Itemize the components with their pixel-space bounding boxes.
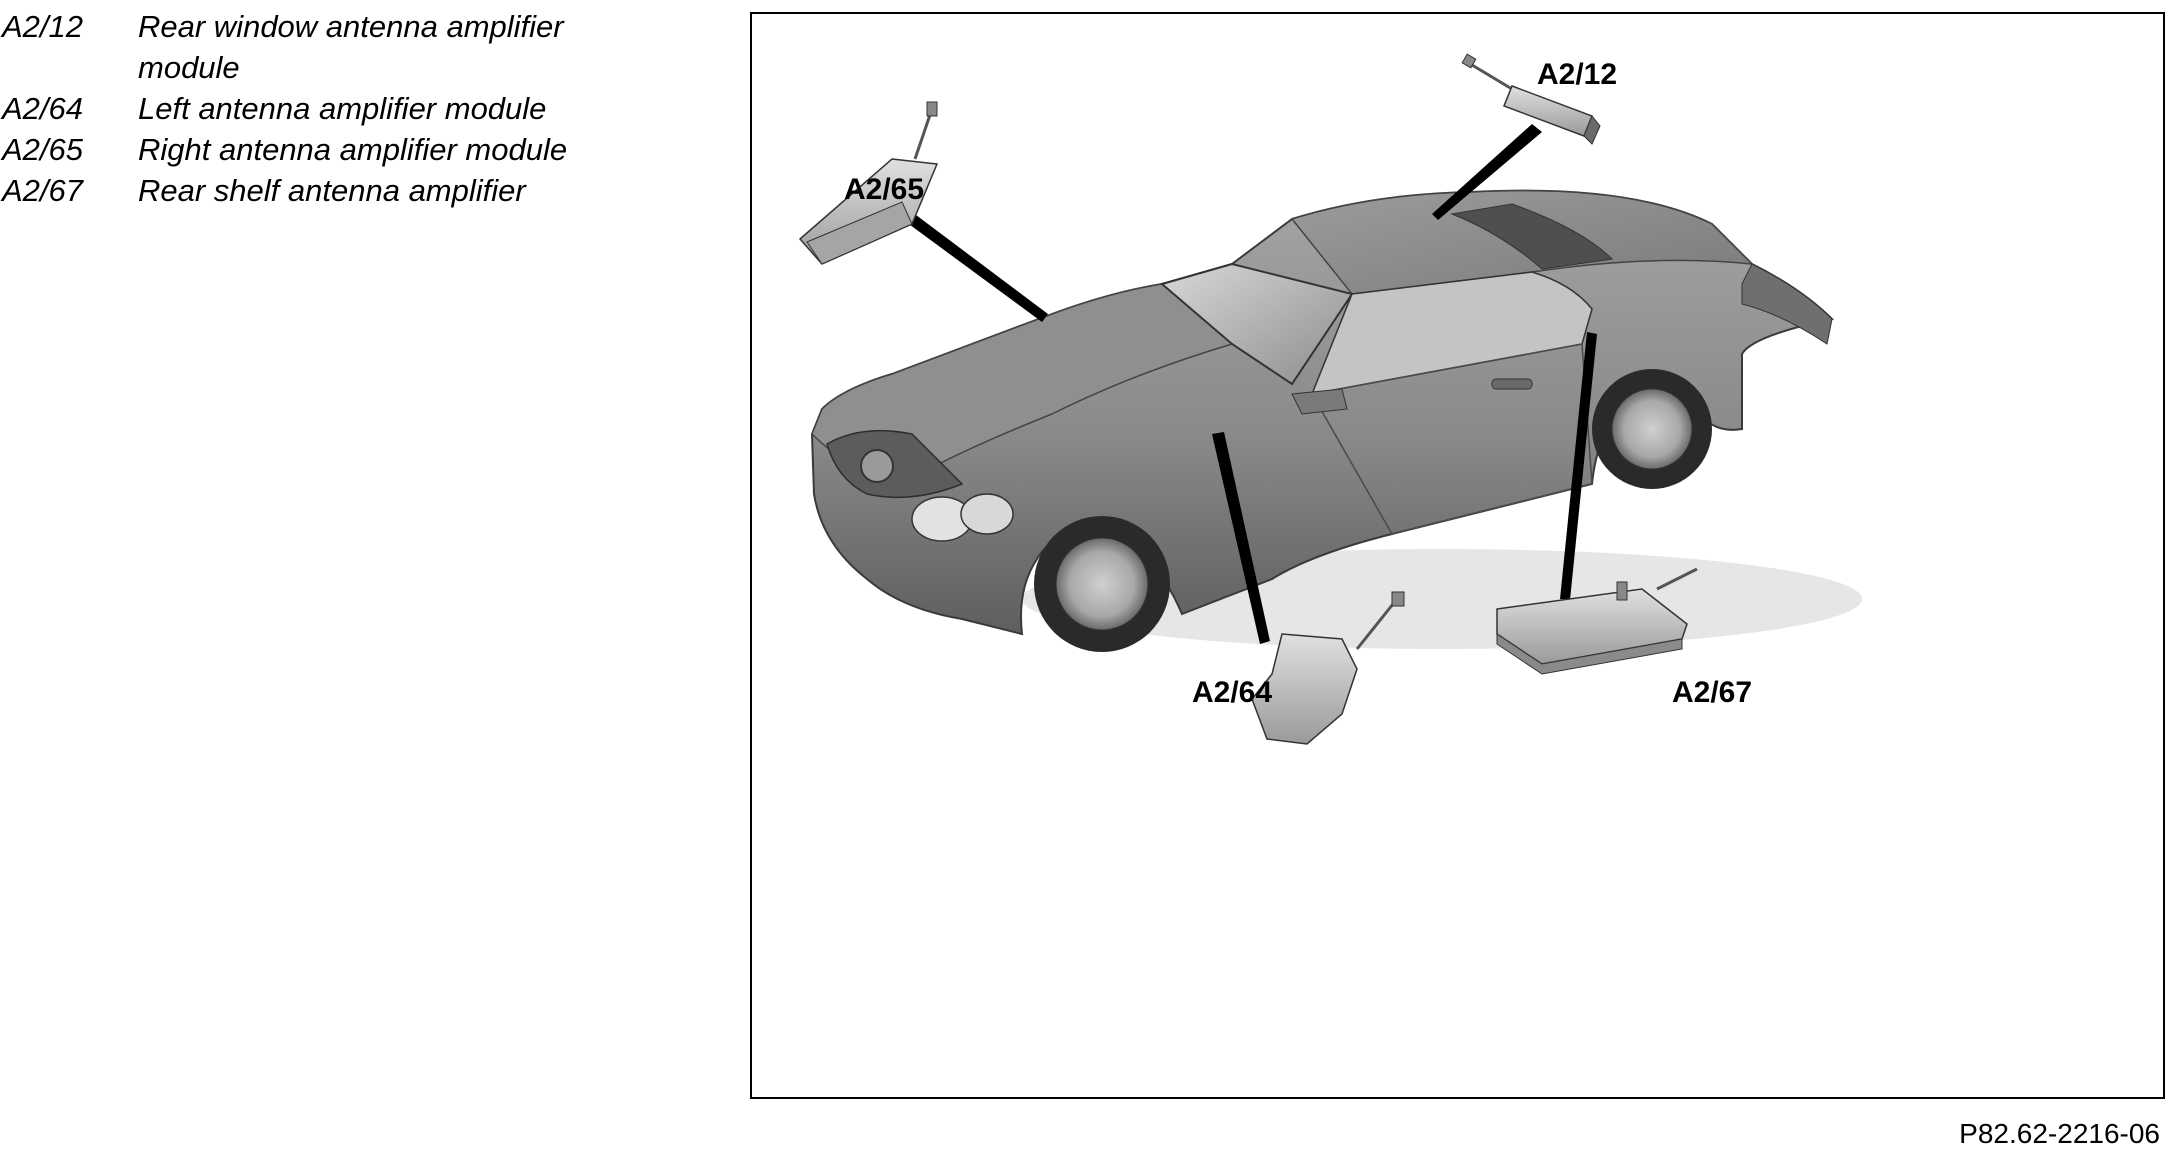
leader-a2-64	[1212, 432, 1270, 644]
tail-light	[1741, 263, 1833, 345]
module-a2-12	[1461, 53, 1601, 145]
legend-code: A2/67	[2, 173, 84, 208]
front-grille	[826, 429, 964, 499]
legend-description: Rear window antenna amplifier module	[138, 9, 564, 85]
rear-window	[1450, 203, 1614, 270]
leader-a2-67	[1560, 332, 1597, 600]
legend-code: A2/64	[2, 91, 84, 126]
headlight-right	[960, 493, 1014, 535]
legend-description: Right antenna amplifier module	[138, 132, 568, 167]
emblem-icon	[860, 449, 894, 483]
legend-item-a2-64: A2/64 Left antenna amplifier module	[2, 88, 642, 129]
side-mirror	[1291, 388, 1348, 415]
component-location-figure: A2/12 A2/65 A2/64 A2/67	[750, 12, 2165, 1099]
callout-a2-12: A2/12	[1537, 58, 1617, 91]
module-a2-65	[798, 101, 939, 265]
leader-a2-12	[1432, 124, 1542, 220]
legend-code: A2/12	[2, 9, 84, 44]
legend-item-a2-67: A2/67 Rear shelf antenna amplifier	[2, 170, 642, 211]
door-outline	[1310, 343, 1593, 535]
callout-a2-67: A2/67	[1672, 676, 1752, 709]
legend-code: A2/65	[2, 132, 84, 167]
legend-item-a2-65: A2/65 Right antenna amplifier module	[2, 129, 642, 170]
rear-wheel-rim	[1611, 388, 1693, 470]
module-a2-64	[1251, 591, 1405, 745]
callout-a2-64: A2/64	[1192, 676, 1272, 709]
side-window	[1310, 271, 1593, 395]
front-wheel-rim	[1055, 537, 1149, 631]
figure-reference-id: P82.62-2216-06	[1959, 1118, 2160, 1149]
legend-description: Rear shelf antenna amplifier	[138, 173, 526, 208]
legend-item-a2-12: A2/12 Rear window antenna amplifier modu…	[2, 6, 642, 88]
windshield	[1159, 262, 1354, 386]
legend-description: Left antenna amplifier module	[138, 91, 547, 126]
door-handle	[1491, 378, 1533, 390]
module-a2-67	[1496, 567, 1698, 675]
leader-lines	[902, 124, 1597, 644]
component-legend: A2/12 Rear window antenna amplifier modu…	[2, 6, 642, 211]
leader-a2-65	[902, 212, 1048, 322]
figure-canvas: A2/12 A2/65 A2/64 A2/67	[798, 53, 1862, 745]
vehicle-illustration	[810, 189, 1862, 652]
callout-a2-65: A2/65	[844, 173, 924, 206]
